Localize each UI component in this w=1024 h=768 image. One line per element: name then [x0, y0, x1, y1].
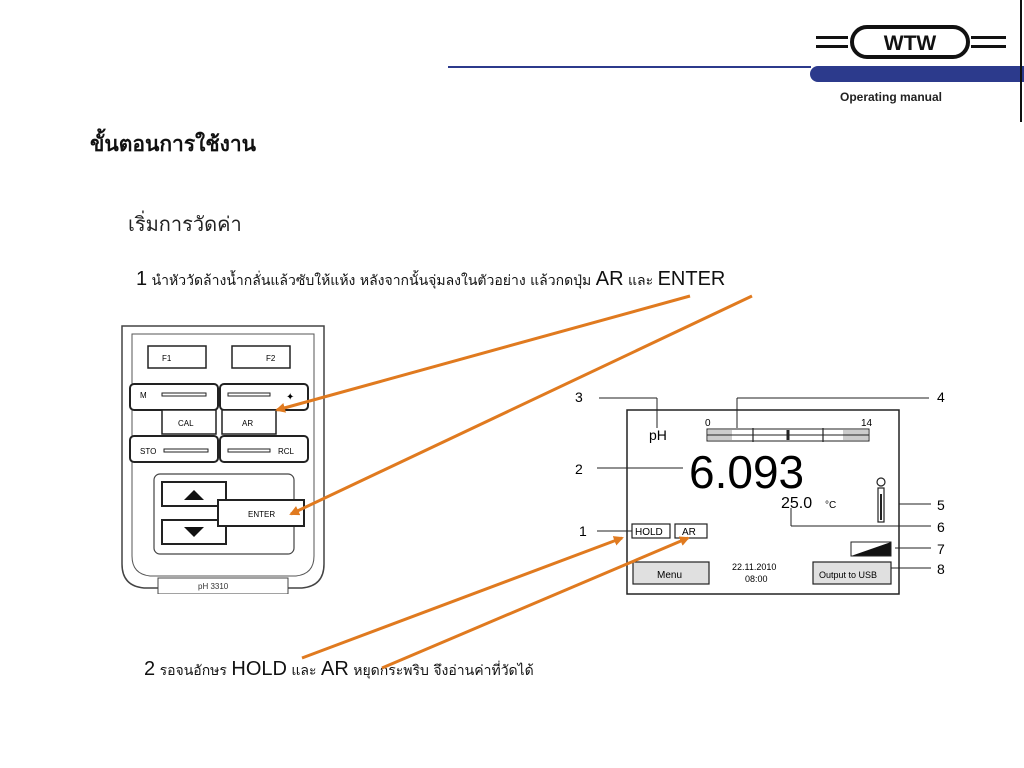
sto-key[interactable]: STO — [129, 435, 219, 463]
ar-indicator: AR — [674, 523, 708, 539]
header-band — [810, 66, 1024, 82]
callout-2: 2 — [575, 461, 583, 477]
up-arrow-key[interactable] — [161, 481, 227, 507]
svg-text:Menu: Menu — [657, 570, 682, 581]
step-2-key-hold: HOLD — [231, 658, 287, 680]
callout-5: 5 — [937, 497, 945, 513]
step-1-conj: และ — [627, 273, 654, 289]
step-1-key-ar: AR — [595, 268, 624, 290]
thermometer-icon — [876, 477, 886, 523]
hold-indicator: HOLD — [631, 523, 671, 539]
section-subtitle: เริ่มการวัดค่า — [128, 212, 242, 236]
svg-text:AR: AR — [682, 527, 696, 538]
down-arrow-key[interactable] — [161, 519, 227, 545]
output-usb-softkey[interactable]: Output to USB — [812, 561, 892, 585]
svg-text:STO: STO — [140, 447, 156, 456]
callout-7: 7 — [937, 541, 945, 557]
scale-min: 0 — [705, 418, 711, 429]
svg-text:F1: F1 — [162, 354, 172, 363]
step-2-text-1: รอจนอักษร — [159, 663, 227, 679]
step-2-text-2: หยุดกระพริบ จึงอ่านค่าที่วัดได้ — [353, 663, 534, 679]
temperature-unit: °C — [825, 500, 836, 511]
arrow-hold-indicator — [301, 536, 624, 660]
step-1: 1 นำหัววัดล้างน้ำกลั่นแล้วซับให้แห้ง หลั… — [136, 268, 725, 292]
time-label: 08:00 — [745, 574, 768, 584]
light-icon: ✦ — [286, 392, 294, 403]
meter-display: 3 4 2 5 1 6 7 8 pH 0 14 6.093 25.0 °C HO… — [575, 389, 945, 595]
svg-text:HOLD: HOLD — [635, 527, 663, 538]
svg-text:ENTER: ENTER — [248, 510, 275, 519]
logo-text: WTW — [884, 32, 937, 55]
operating-manual-label: Operating manual — [840, 90, 943, 104]
svg-text:M: M — [140, 391, 147, 400]
svg-text:AR: AR — [242, 419, 253, 428]
measured-value: 6.093 — [689, 446, 804, 498]
model-label: pH 3310 — [198, 582, 229, 591]
svg-text:CAL: CAL — [178, 419, 194, 428]
step-2-conj: และ — [291, 663, 317, 679]
cal-key[interactable]: CAL — [161, 409, 217, 435]
callout-3: 3 — [575, 389, 583, 405]
f2-key[interactable]: F2 — [231, 345, 291, 369]
enter-key[interactable]: ENTER — [217, 499, 305, 527]
svg-text:Output to USB: Output to USB — [819, 570, 877, 580]
m-key[interactable]: M — [129, 383, 219, 411]
header-rule — [448, 66, 811, 68]
step-1-key-enter: ENTER — [657, 268, 726, 290]
signal-strength-icon — [851, 542, 891, 556]
unit-label: pH — [649, 427, 667, 443]
temperature-value: 25.0 — [781, 495, 812, 512]
f1-key[interactable]: F1 — [147, 345, 207, 369]
meter-keypad: F1 F2 M ✦ CAL AR STO RCL — [121, 325, 325, 594]
light-key[interactable]: ✦ — [219, 383, 309, 411]
callout-1: 1 — [579, 523, 587, 539]
down-arrow-icon — [184, 527, 204, 537]
callout-6: 6 — [937, 519, 945, 535]
step-1-number: 1 — [136, 268, 148, 290]
header-vertical-rule — [1020, 0, 1022, 122]
up-arrow-icon — [184, 490, 204, 500]
step-1-text: นำหัววัดล้างน้ำกลั่นแล้วซับให้แห้ง หลังจ… — [151, 273, 592, 289]
wtw-logo: WTW — [816, 25, 1006, 59]
callout-4: 4 — [937, 389, 945, 405]
date-label: 22.11.2010 — [732, 562, 776, 572]
menu-softkey[interactable]: Menu — [632, 561, 710, 585]
rcl-key[interactable]: RCL — [219, 435, 309, 463]
callout-8: 8 — [937, 561, 945, 577]
step-2-number: 2 — [144, 658, 156, 680]
step-2: 2 รอจนอักษร HOLD และ AR หยุดกระพริบ จึงอ… — [144, 658, 534, 682]
svg-text:F2: F2 — [266, 354, 276, 363]
page-title: ขั้นตอนการใช้งาน — [90, 131, 257, 156]
ar-key[interactable]: AR — [221, 409, 277, 435]
scale-max: 14 — [861, 418, 873, 429]
svg-text:RCL: RCL — [278, 447, 295, 456]
step-2-key-ar: AR — [320, 658, 349, 680]
